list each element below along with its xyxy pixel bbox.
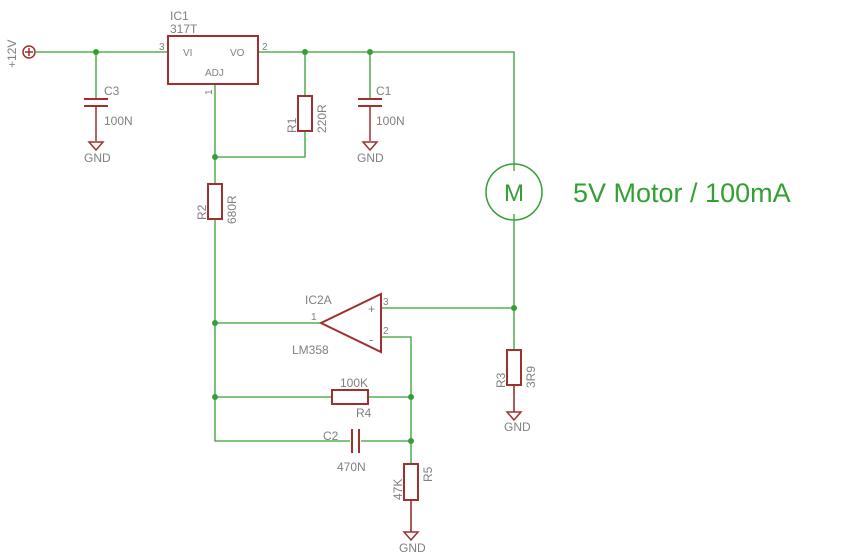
junction-dot <box>212 394 218 400</box>
ic1-body <box>167 35 259 85</box>
junction-dot <box>93 49 99 55</box>
r2-body <box>207 183 223 220</box>
ic1-pin-adj: ADJ <box>205 68 224 79</box>
junction-dot <box>212 320 218 326</box>
capacitor-c2: C2 470N <box>323 429 366 474</box>
c3-ref: C3 <box>104 84 120 98</box>
junction-dot <box>408 438 414 444</box>
wire-r1-bottom <box>215 131 306 158</box>
gnd-label: GND <box>399 541 426 555</box>
wire-r2-bottom <box>214 219 350 442</box>
r3-value: 3R9 <box>524 366 538 388</box>
resistor-r1: R1 220R <box>285 95 329 133</box>
r1-ref: R1 <box>285 117 299 133</box>
ic2-pin-minus: 2 <box>383 326 389 337</box>
junction-dot <box>367 49 373 55</box>
ic1-pin-vi: VI <box>183 48 192 59</box>
c1-ref: C1 <box>376 84 392 98</box>
wire-output-rail <box>258 51 515 171</box>
ic1-pin-vo: VO <box>230 48 245 59</box>
c2-ref: C2 <box>323 429 339 443</box>
r1-body <box>297 95 313 132</box>
r5-body <box>403 463 419 501</box>
motor-icon <box>485 163 543 221</box>
r5-ref: R5 <box>421 466 435 482</box>
r4-value: 100K <box>340 376 368 390</box>
r3-ref: R3 <box>494 372 508 388</box>
c2-value: 470N <box>337 460 366 474</box>
opamp-ic2a: IC2A LM358 1 3 2 + - <box>292 292 389 357</box>
junction-dot <box>212 154 218 160</box>
resistor-r2: R2 680R <box>195 183 239 224</box>
junctions <box>93 49 517 444</box>
ground-c1: GND <box>357 141 384 165</box>
supply-label: +12V <box>5 40 19 68</box>
resistor-r3: R3 3R9 <box>494 349 538 388</box>
ground-icon <box>505 411 523 422</box>
ic2-value: LM358 <box>292 343 329 357</box>
ic1-pin2: 2 <box>262 42 268 53</box>
resistor-r4: 100K R4 <box>331 376 372 420</box>
r2-ref: R2 <box>195 204 209 220</box>
junction-dot <box>302 49 308 55</box>
ic2-minus-sign: - <box>369 332 373 347</box>
supply-12v: +12V <box>5 40 36 68</box>
ground-c3: GND <box>84 141 111 165</box>
motor-symbol: M <box>504 180 524 207</box>
resistor-r5: 47K R5 <box>391 463 435 501</box>
motor-m: M 5V Motor / 100mA <box>485 163 791 221</box>
ic2-pin-out: 1 <box>311 312 317 323</box>
c3-value: 100N <box>104 114 133 128</box>
gnd-label: GND <box>504 420 531 434</box>
capacitor-c1: C1 100N <box>358 84 405 141</box>
r2-value: 680R <box>225 195 239 224</box>
supply-plus-icon <box>25 48 33 56</box>
ic1-pin1: 1 <box>204 89 215 95</box>
ground-icon <box>402 531 420 542</box>
ic1-ref: IC1 <box>170 9 189 23</box>
opamp-triangle <box>318 292 382 354</box>
c1-value: 100N <box>376 114 405 128</box>
r4-body <box>331 389 369 405</box>
ic2-plus-sign: + <box>368 302 375 316</box>
supply-terminal-icon <box>22 45 36 59</box>
junction-dot <box>511 305 517 311</box>
r1-value: 220R <box>315 104 329 133</box>
ground-r3: GND <box>504 385 531 434</box>
r3-body <box>506 349 522 386</box>
capacitor-c3: C3 100N <box>84 84 133 141</box>
r4-ref: R4 <box>356 406 372 420</box>
ic2-ref: IC2A <box>305 293 332 307</box>
wire-minus-feed <box>381 336 412 464</box>
ground-icon <box>361 141 379 152</box>
ic1-pin3: 3 <box>159 42 165 53</box>
junction-dot <box>408 394 414 400</box>
gnd-label: GND <box>84 151 111 165</box>
motor-caption: 5V Motor / 100mA <box>573 178 791 208</box>
ic1-value: 317T <box>170 22 198 36</box>
ic2-pin-plus: 3 <box>383 297 389 308</box>
r5-value: 47K <box>391 479 405 500</box>
ground-r5: GND <box>399 500 426 555</box>
regulator-ic1: IC1 317T VI VO ADJ 3 2 1 <box>159 9 268 95</box>
gnd-label: GND <box>357 151 384 165</box>
ground-icon <box>87 141 105 152</box>
